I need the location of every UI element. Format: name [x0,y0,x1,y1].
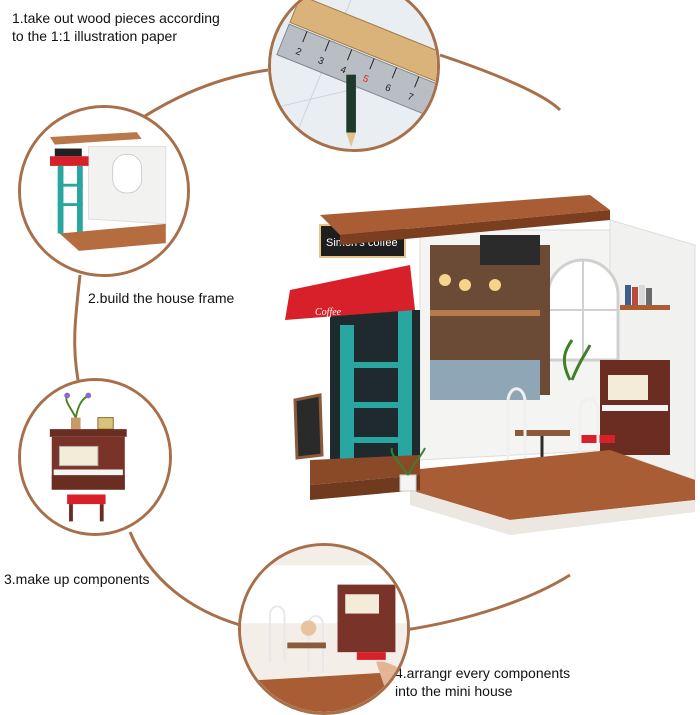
floor [410,450,695,520]
awning-text: Coffee [315,307,342,318]
arrange-illustration [241,546,407,712]
pendant-lights [439,274,501,291]
ruler-wood-illustration: 2 3 4 5 6 7 [271,0,437,149]
ruler-tick-label: 6 [383,82,392,94]
ruler-tick-label: 5 [361,73,370,85]
finished-miniature-house: Coffee Simon's coffee [285,195,696,535]
step-2-label: 2.build the house frame [88,290,235,306]
ruler-tick-label: 7 [406,91,415,103]
books [625,285,652,305]
hand [376,661,407,691]
house-frame-illustration [21,108,187,274]
ruler-tick-label: 2 [294,46,303,58]
frame-awning [49,156,89,166]
step-3-image [18,378,172,536]
teal-pillar [340,325,354,460]
step-1-image: 2 3 4 5 6 7 [268,0,440,152]
piano-component-illustration [21,381,169,533]
instruction-graphic: 1.take out wood pieces according to the … [4,0,696,715]
chalkboard [293,393,324,460]
ruler-tick-label: 3 [316,55,325,67]
ruler-ticks: 2 3 4 5 6 7 [294,31,420,104]
step-2-image [18,105,190,277]
ruler-tick-label: 4 [339,64,349,76]
pencil [346,74,356,148]
step-4-image [238,543,410,715]
awning [285,265,415,320]
step-4-label: 4.arrangr every components into the mini… [395,665,571,699]
step-1-label: 1.take out wood pieces according to the … [12,10,220,44]
table [515,430,570,436]
piano-bench [67,494,106,505]
teal-pillar [398,310,412,460]
step-3-label: 3.make up components [4,571,150,587]
roof [320,195,610,235]
plant-pot [64,392,92,430]
